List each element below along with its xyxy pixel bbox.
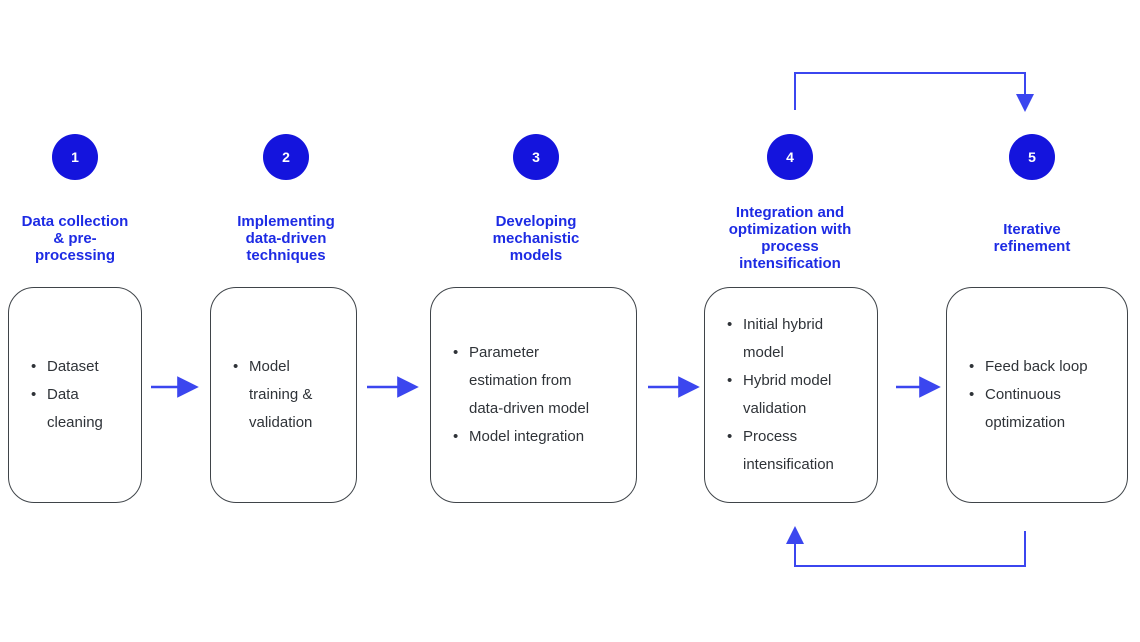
step-2-title: Implementing data-driven techniques bbox=[237, 212, 335, 264]
step-5-box: Feed back loop Continuous optimization bbox=[946, 287, 1128, 503]
loop-arrow-bottom bbox=[786, 526, 1026, 567]
list-item: Initial hybrid model bbox=[727, 311, 869, 367]
step-number: 5 bbox=[1028, 149, 1036, 165]
step-1-box: Dataset Data cleaning bbox=[8, 287, 142, 503]
step-2-box: Model training & validation bbox=[210, 287, 357, 503]
step-3-number-badge: 3 bbox=[513, 134, 559, 180]
list-item: Continuous optimization bbox=[969, 381, 1119, 437]
list-item: Process intensification bbox=[727, 423, 869, 479]
step-1-bullet-list: Dataset Data cleaning bbox=[9, 353, 141, 437]
step-1-number-badge: 1 bbox=[52, 134, 98, 180]
step-1-title: Data collection & pre- processing bbox=[21, 212, 129, 264]
step-4-number-badge: 4 bbox=[767, 134, 813, 180]
list-item: Feed back loop bbox=[969, 353, 1119, 381]
step-4-bullet-list: Initial hybrid model Hybrid model valida… bbox=[705, 311, 877, 479]
step-5-bullet-list: Feed back loop Continuous optimization bbox=[947, 353, 1127, 437]
step-number: 4 bbox=[786, 149, 794, 165]
step-2-bullet-list: Model training & validation bbox=[211, 353, 356, 437]
list-item: Model integration bbox=[453, 423, 628, 451]
list-item: Dataset bbox=[31, 353, 133, 381]
step-4-title: Integration and optimization with proces… bbox=[728, 204, 852, 272]
step-number: 1 bbox=[71, 149, 79, 165]
list-item: Hybrid model validation bbox=[727, 367, 869, 423]
step-3-box: Parameter estimation from data-driven mo… bbox=[430, 287, 637, 503]
step-3-bullet-list: Parameter estimation from data-driven mo… bbox=[431, 339, 636, 451]
loop-arrow-top bbox=[794, 72, 1034, 112]
list-item: Data cleaning bbox=[31, 381, 133, 437]
list-item: Parameter estimation from data-driven mo… bbox=[453, 339, 628, 423]
list-item: Model training & validation bbox=[233, 353, 348, 437]
step-3-title: Developing mechanistic models bbox=[492, 212, 580, 264]
step-5-number-badge: 5 bbox=[1009, 134, 1055, 180]
step-number: 3 bbox=[532, 149, 540, 165]
step-2-number-badge: 2 bbox=[263, 134, 309, 180]
step-5-title: Iterative refinement bbox=[993, 221, 1071, 255]
step-4-box: Initial hybrid model Hybrid model valida… bbox=[704, 287, 878, 503]
step-number: 2 bbox=[282, 149, 290, 165]
